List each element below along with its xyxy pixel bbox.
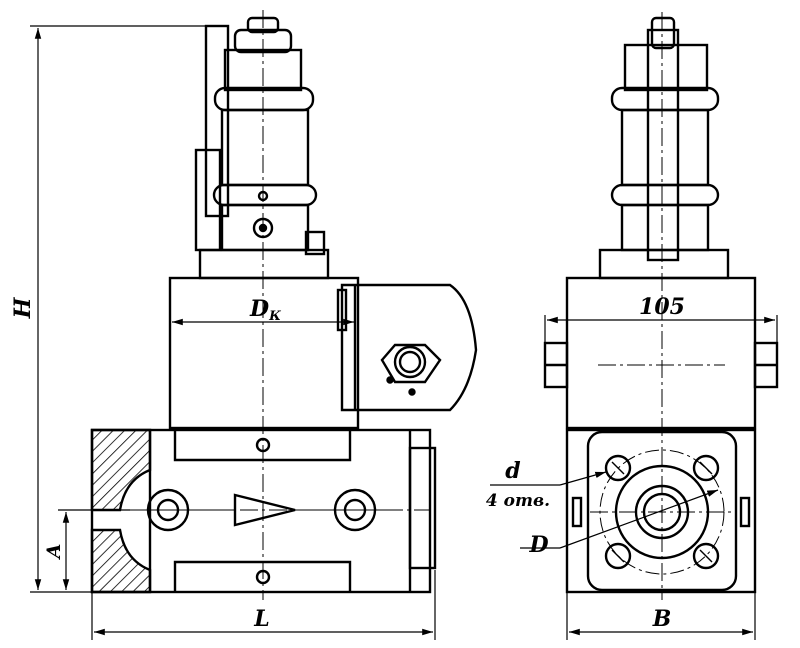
label-bore: DК xyxy=(249,296,281,324)
label-width: B xyxy=(652,606,672,632)
label-width-dim: 105 xyxy=(639,294,685,320)
label-bore-main: D xyxy=(249,296,269,322)
side-actuator xyxy=(598,16,730,280)
side-body xyxy=(543,276,779,430)
terminal-box xyxy=(336,283,478,412)
label-length: L xyxy=(253,606,269,632)
side-view xyxy=(543,12,779,600)
label-flange-dia: D xyxy=(528,532,548,558)
dimension-labels: H A L B DК 105 d 4 отв. D xyxy=(10,294,685,632)
label-hole-dia: d xyxy=(505,458,520,484)
label-height: H xyxy=(10,296,36,319)
front-view xyxy=(90,10,478,600)
label-offset: A xyxy=(43,544,65,561)
valve-body xyxy=(168,276,360,430)
label-bore-sub: К xyxy=(268,309,281,324)
label-hole-count: 4 отв. xyxy=(486,491,550,511)
dimensions xyxy=(30,25,778,640)
solenoid-actuator xyxy=(194,16,330,280)
